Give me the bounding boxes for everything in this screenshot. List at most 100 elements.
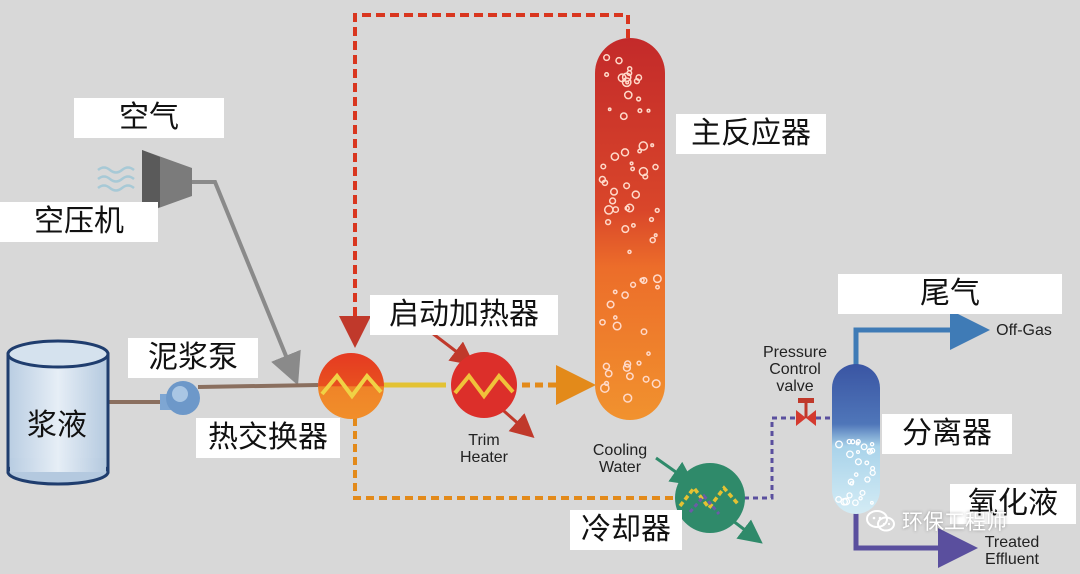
bubble	[835, 440, 843, 449]
bubble	[623, 182, 631, 190]
bubble	[655, 284, 660, 290]
bubble	[869, 469, 876, 476]
bubble	[637, 148, 643, 154]
slurry-pump-icon	[160, 381, 200, 415]
bubble	[623, 90, 633, 100]
bubble	[604, 72, 610, 78]
bubble	[864, 460, 870, 466]
bubble	[603, 205, 614, 215]
bubble	[602, 362, 611, 371]
bubble	[631, 190, 641, 199]
bubble	[636, 360, 642, 366]
label-off-gas: Off-Gas	[996, 322, 1052, 339]
air-waves-icon	[97, 166, 135, 192]
bubble	[846, 492, 853, 499]
compressor-icon	[142, 150, 192, 214]
bubble	[621, 72, 632, 83]
bubble	[858, 496, 863, 501]
bubble	[612, 289, 618, 295]
label-startup-heater: 启动加热器	[370, 295, 558, 335]
bubble	[859, 489, 866, 496]
bubble	[629, 161, 634, 166]
label-cooling-water: Cooling Water	[592, 442, 648, 476]
watermark-text: 环保工程师	[902, 510, 1007, 534]
slurry-tank-icon	[6, 339, 110, 486]
trim-heater-icon	[431, 331, 535, 438]
bubble	[621, 291, 629, 299]
bubble	[604, 369, 613, 378]
bubble	[648, 216, 655, 223]
bubble	[606, 300, 615, 309]
bubble	[625, 203, 635, 213]
bubble	[646, 108, 651, 113]
bubble	[653, 233, 658, 238]
effluent-line	[853, 512, 978, 568]
bubble	[864, 476, 871, 483]
bubble	[652, 274, 662, 284]
label-cooler: 冷却器	[570, 510, 682, 550]
bubble	[612, 321, 622, 331]
bubble	[635, 96, 642, 102]
label-heat-exchanger: 热交换器	[196, 418, 340, 458]
bubble	[869, 447, 876, 454]
reactor-bubbles	[598, 54, 662, 403]
bubble	[642, 173, 649, 180]
bubble	[860, 443, 868, 451]
bubble	[847, 478, 855, 486]
bubble	[846, 450, 854, 459]
bubble	[850, 439, 856, 445]
bubble	[600, 163, 607, 170]
recycle-line	[339, 13, 630, 348]
label-slurry: 浆液	[27, 408, 87, 443]
bubble	[855, 439, 861, 445]
slurry-line-2	[197, 383, 319, 389]
bubble	[640, 328, 648, 336]
label-tail-gas: 尾气	[838, 274, 1062, 314]
bubble	[604, 218, 612, 226]
bubble	[654, 207, 660, 214]
bubble	[624, 205, 630, 211]
bubble	[866, 448, 874, 455]
watermark: 环保工程师	[866, 506, 1007, 536]
bubble	[649, 236, 656, 244]
bubble	[852, 499, 859, 507]
bubble	[623, 360, 632, 368]
bubble	[637, 108, 643, 114]
exchanger-to-cooler-line	[353, 418, 676, 500]
bubble	[627, 249, 632, 255]
label-slurry-pump: 泥浆泵	[128, 338, 258, 378]
bubble	[855, 449, 861, 455]
bubble	[646, 351, 651, 356]
bubble	[854, 458, 862, 466]
bubble	[842, 497, 851, 506]
bubble	[869, 441, 875, 447]
bubble	[625, 372, 634, 381]
label-main-reactor: 主反应器	[676, 114, 826, 154]
bubble	[846, 438, 853, 445]
label-air: 空气	[74, 98, 224, 138]
bubble	[629, 281, 637, 288]
cooler-icon	[655, 456, 763, 544]
bubble	[607, 107, 612, 112]
bubble	[623, 393, 633, 403]
label-oxidized-liquid: 氧化液	[950, 484, 1076, 524]
bubble	[630, 222, 636, 228]
separator-icon	[832, 364, 880, 514]
off-gas-line	[853, 310, 990, 366]
bubble	[601, 179, 609, 187]
bubble	[855, 441, 860, 446]
bubble	[640, 276, 648, 285]
wechat-icon	[866, 509, 896, 533]
bubble	[608, 197, 617, 205]
bubble	[609, 187, 619, 196]
main-reactor-icon	[595, 38, 665, 420]
label-separator: 分离器	[882, 414, 1012, 454]
bubble	[650, 143, 655, 148]
bubble	[621, 225, 630, 234]
bubble	[620, 148, 630, 157]
bubble	[638, 141, 649, 151]
bubble	[651, 379, 661, 389]
bubble	[610, 152, 620, 161]
bubble	[630, 166, 636, 172]
